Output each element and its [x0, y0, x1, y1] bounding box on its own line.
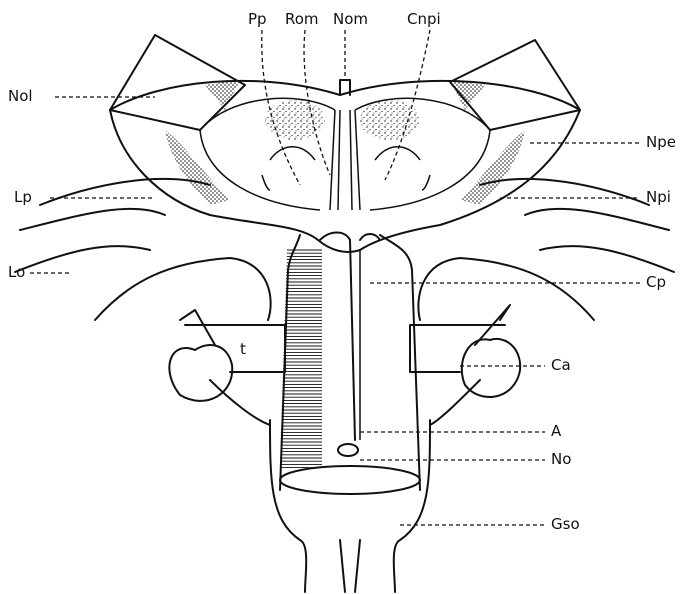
label-lo: Lo	[8, 263, 25, 281]
label-a: A	[551, 422, 562, 440]
label-no: No	[551, 450, 571, 468]
nerve-blocks	[110, 35, 580, 130]
label-cnpi: Cnpi	[407, 10, 441, 28]
corpus-cardiacum	[280, 233, 420, 495]
aorta-hatching	[280, 250, 322, 468]
label-lp: Lp	[14, 188, 32, 206]
label-nol: Nol	[8, 87, 33, 105]
label-npe: Npe	[646, 133, 676, 151]
label-nom: Nom	[333, 10, 368, 28]
label-ca: Ca	[551, 356, 571, 374]
label-rom: Rom	[285, 10, 319, 28]
label-cp: Cp	[646, 273, 666, 291]
label-npi: Npi	[646, 188, 671, 206]
label-pp: Pp	[248, 10, 267, 28]
suboesophageal-ganglion	[270, 420, 430, 592]
brain-outline	[15, 80, 674, 320]
label-t: t	[240, 340, 246, 358]
label-gso: Gso	[551, 515, 580, 533]
corpora-allata	[169, 305, 520, 425]
